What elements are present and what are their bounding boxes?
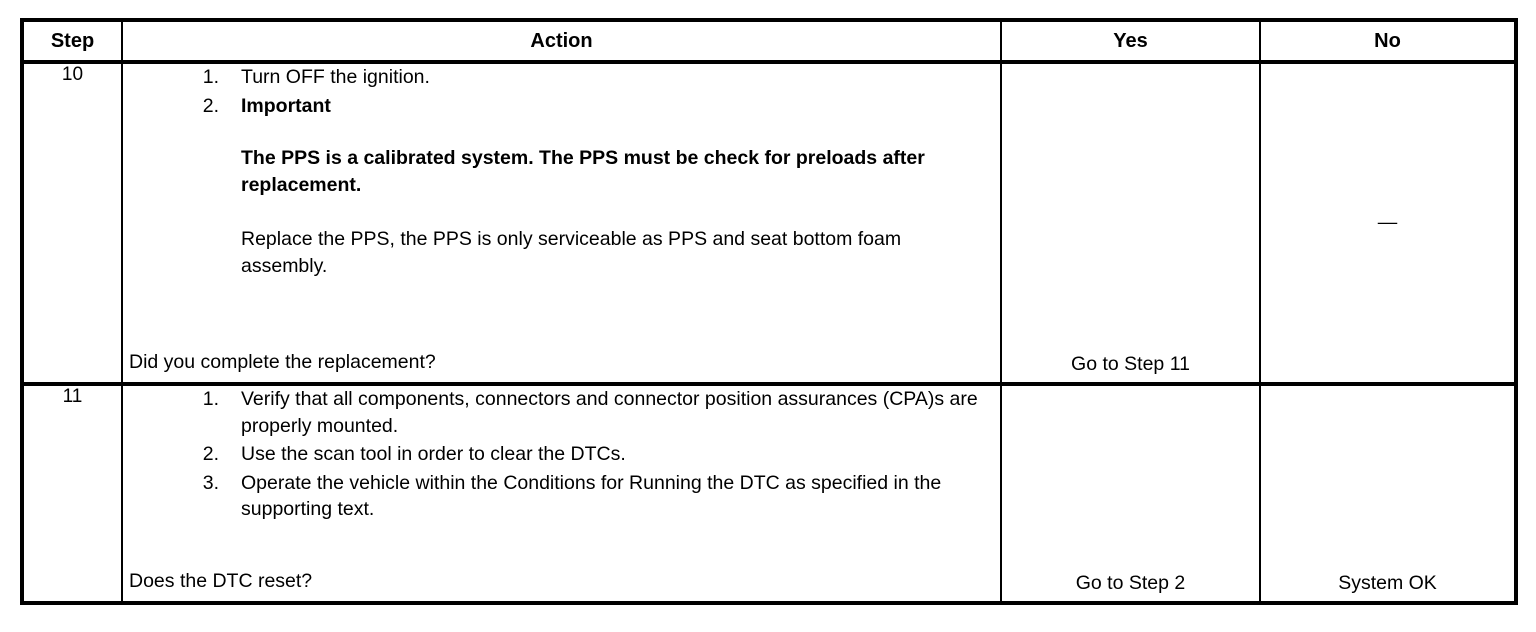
yes-action-text: Go to Step 2 [1075,572,1186,594]
list-item: 3. Operate the vehicle within the Condit… [123,470,1000,523]
list-item-text: Use the scan tool in order to clear the … [241,443,626,466]
list-item-number: 1. [202,388,219,410]
list-item-number: 1. [202,66,219,88]
list-item-text: Verify that all components, connectors a… [241,388,978,437]
step-number-cell: 11 [21,383,123,604]
yes-cell: Go to Step 11 [1000,61,1261,386]
list-item-number: 2. [202,94,219,117]
list-item-text: Operate the vehicle within the Condition… [241,471,942,521]
list-item-text: Turn OFF the ignition. [241,66,430,88]
column-header-step: Step [21,19,123,64]
column-header-yes: Yes [1000,19,1261,64]
list-item: 2. Important [123,93,1000,120]
action-step-list: 1. Turn OFF the ignition. 2. Important [123,64,1000,119]
action-step-list: 1. Verify that all components, connector… [123,386,1000,523]
list-item-number: 3. [202,471,219,494]
header-row: Step Action Yes No [21,19,1517,64]
action-question: Does the DTC reset? [129,570,313,593]
important-note-text: The PPS is a calibrated system. The PPS … [241,147,925,196]
no-cell: System OK [1259,383,1517,604]
list-item: 1. Verify that all components, connector… [123,386,1000,439]
diagnostic-procedure-table: Step Action Yes No 10 1. Turn OFF the ig… [20,18,1518,605]
column-header-no: No [1259,19,1517,64]
table-header: Step Action Yes No [21,19,1517,64]
list-item: 1. Turn OFF the ignition. [123,64,1000,91]
action-question: Did you complete the replacement? [129,351,436,374]
list-item-number: 2. [202,443,219,466]
list-item: 2. Use the scan tool in order to clear t… [123,441,1000,468]
no-action-text: — [1377,211,1398,234]
list-item-text: Important [241,94,331,117]
table-row: 10 1. Turn OFF the ignition. 2. Importan… [21,61,1517,386]
yes-cell: Go to Step 2 [1000,383,1261,604]
table-row: 11 1. Verify that all components, connec… [21,383,1517,604]
column-header-action: Action [121,19,1002,64]
no-cell: — [1259,61,1517,386]
yes-action-text: Go to Step 11 [1071,353,1190,375]
step-number-cell: 10 [21,61,123,386]
table-body: 10 1. Turn OFF the ignition. 2. Importan… [21,61,1517,604]
action-cell: 1. Verify that all components, connector… [121,383,1002,604]
no-action-text: System OK [1338,572,1437,594]
action-body-text: Replace the PPS, the PPS is only service… [241,228,902,277]
action-cell: 1. Turn OFF the ignition. 2. Important T… [121,61,1002,386]
